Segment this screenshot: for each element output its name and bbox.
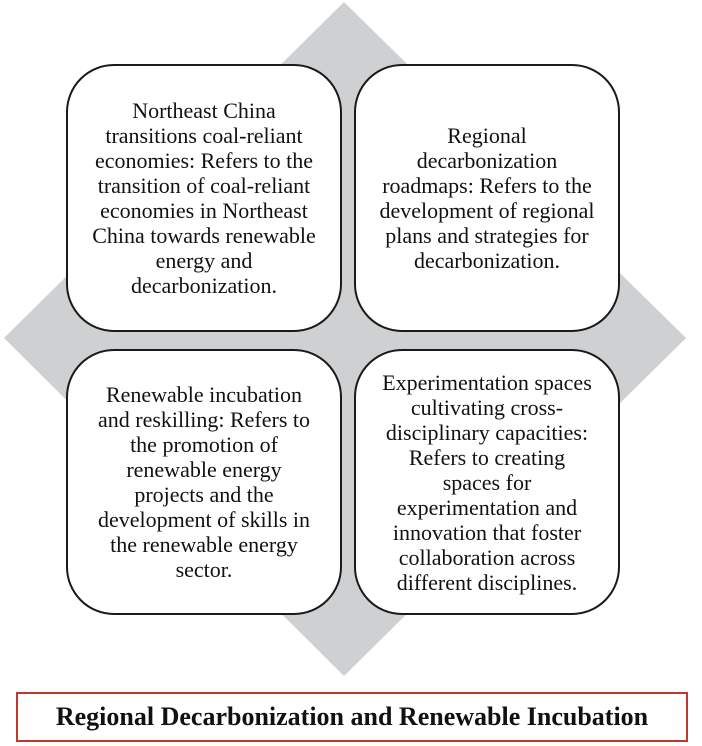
quadrant-regional-roadmaps: Regional decarbonization roadmaps: Refer… xyxy=(354,64,620,332)
quadrant-text: Regional decarbonization roadmaps: Refer… xyxy=(379,123,595,273)
quadrant-renewable-incubation: Renewable incubation and reskilling: Ref… xyxy=(66,349,342,615)
diagram-caption: Regional Decarbonization and Renewable I… xyxy=(16,692,688,742)
quadrant-northeast-china: Northeast China transitions coal-reliant… xyxy=(66,64,342,332)
quadrant-text: Northeast China transitions coal-reliant… xyxy=(92,98,316,298)
diagram: Northeast China transitions coal-reliant… xyxy=(4,2,686,676)
quadrant-text: Renewable incubation and reskilling: Ref… xyxy=(97,382,311,582)
quadrant-text: Experimentation spaces cultivating cross… xyxy=(382,369,592,595)
quadrant-experimentation-spaces: Experimentation spaces cultivating cross… xyxy=(354,349,620,615)
